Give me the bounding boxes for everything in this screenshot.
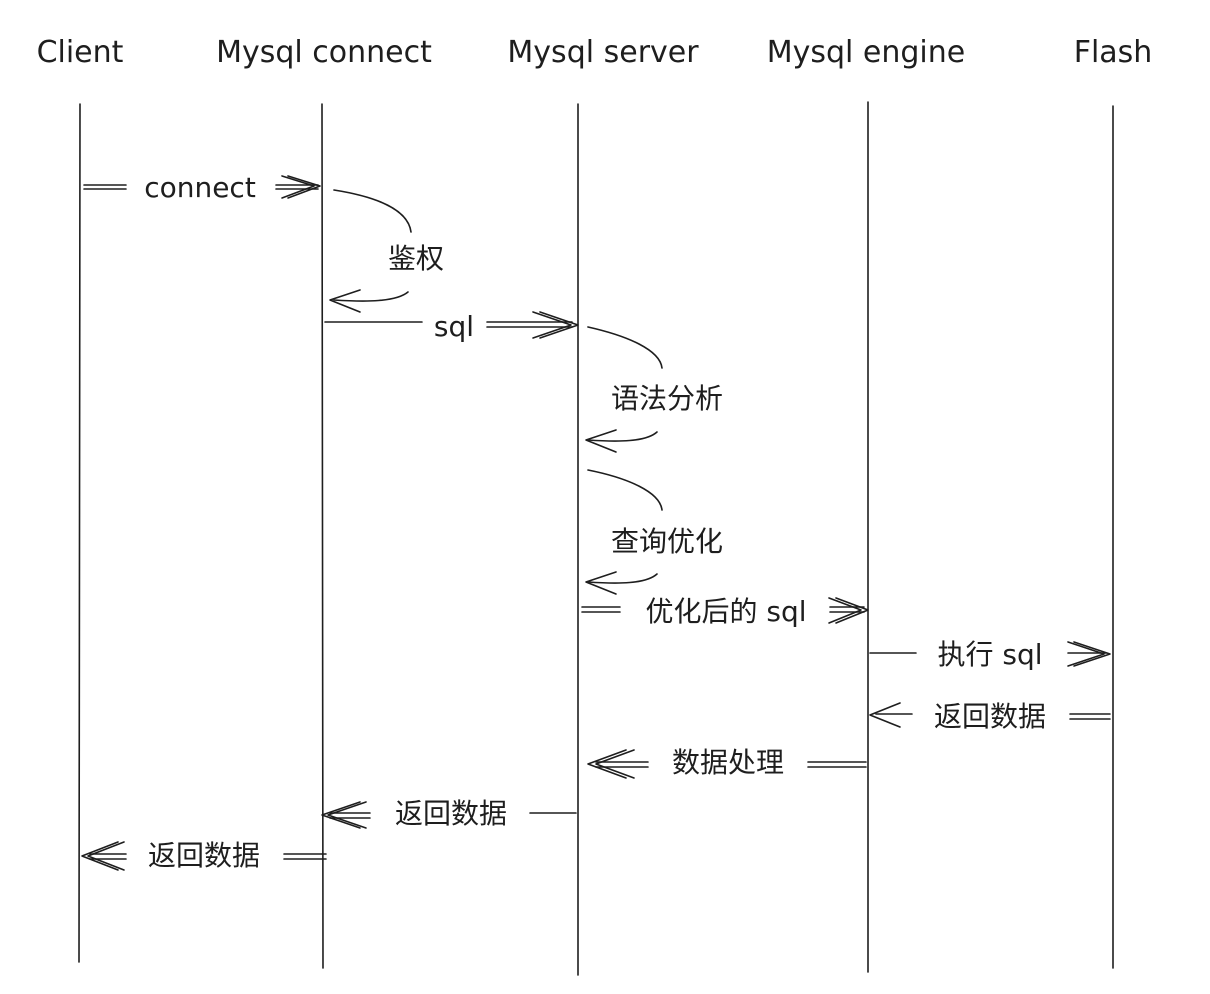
- arrow-connect: [83, 175, 321, 199]
- lifeline-mysql-connect: [321, 103, 324, 969]
- arrow-execute-sql: [869, 641, 1111, 667]
- participant-mysql-engine: Mysql engine: [767, 35, 966, 70]
- arrow-return-data-flash: [869, 702, 1111, 728]
- message-connect: connect: [144, 171, 256, 204]
- arrow-auth-loop: [329, 189, 412, 313]
- participant-mysql-server: Mysql server: [507, 35, 699, 70]
- message-data-processing: 数据处理: [672, 746, 784, 779]
- message-execute-sql: 执行 sql: [937, 638, 1042, 671]
- participant-flash: Flash: [1074, 35, 1153, 70]
- message-optimize: 查询优化: [611, 525, 723, 558]
- message-auth: 鉴权: [388, 242, 444, 275]
- message-parse: 语法分析: [611, 382, 723, 415]
- arrow-return-data-client: [81, 841, 327, 871]
- message-return-data-flash: 返回数据: [934, 700, 1046, 733]
- arrow-optimized-sql: [581, 597, 869, 624]
- message-return-data-client: 返回数据: [148, 839, 260, 872]
- arrow-sql: [324, 311, 579, 339]
- participant-mysql-connect: Mysql connect: [216, 35, 432, 70]
- arrow-data-processing: [587, 749, 867, 779]
- message-optimized-sql: 优化后的 sql: [645, 595, 806, 628]
- arrow-parse-loop: [585, 326, 663, 453]
- message-sql: sql: [434, 310, 474, 343]
- arrow-optimize-loop: [585, 469, 663, 595]
- arrow-return-data-server: [321, 801, 577, 829]
- message-return-data-server: 返回数据: [395, 797, 507, 830]
- participant-client: Client: [37, 35, 124, 70]
- lifeline-client: [78, 103, 81, 963]
